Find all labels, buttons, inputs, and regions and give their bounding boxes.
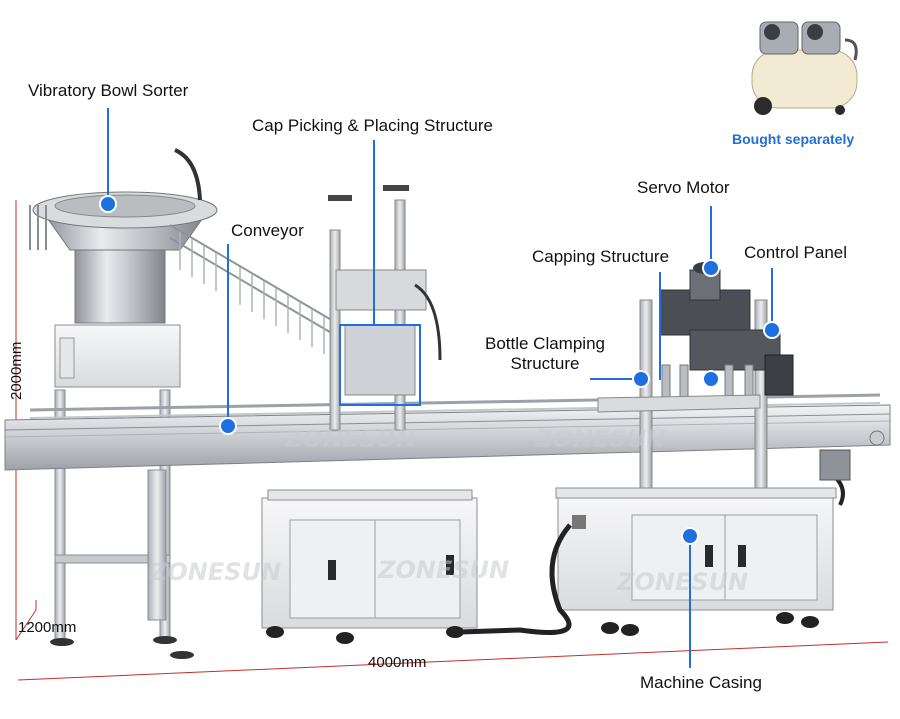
watermark-4: ZONESUN	[284, 425, 416, 453]
watermark-1: ZONESUN	[149, 558, 281, 586]
dimension-length: 4000mm	[368, 654, 427, 671]
label-cap-picking-placing: Cap Picking & Placing Structure	[252, 116, 493, 135]
bowl-sorter-unit	[29, 148, 341, 659]
label-vibratory-bowl-sorter: Vibratory Bowl Sorter	[28, 81, 189, 100]
compressor-note: Bought separately	[732, 131, 855, 147]
marker-bowl-sorter	[99, 195, 117, 213]
label-machine-casing: Machine Casing	[640, 673, 762, 692]
marker-bottle-clamping	[632, 370, 650, 388]
marker-conveyor	[219, 417, 237, 435]
marker-control-panel	[763, 321, 781, 339]
label-control-panel: Control Panel	[744, 243, 848, 262]
label-capping-structure: Capping Structure	[532, 247, 670, 266]
label-bottle-clamping-line1: Bottle Clamping	[484, 334, 605, 353]
dimension-height: 2000mm	[8, 341, 25, 400]
watermark-3: ZONESUN	[616, 568, 748, 596]
watermark-2: ZONESUN	[377, 556, 509, 584]
markers	[99, 195, 781, 545]
label-bottle-clamping: Bottle Clamping Structure	[472, 334, 618, 374]
capping-unit	[459, 262, 851, 636]
marker-servo-motor	[702, 259, 720, 277]
air-compressor-image	[751, 21, 858, 115]
label-conveyor: Conveyor	[231, 221, 304, 240]
watermarks: ZONESUN ZONESUN ZONESUN ZONESUN ZONESUN	[149, 425, 748, 596]
marker-machine-casing	[681, 527, 699, 545]
label-servo-motor: Servo Motor	[637, 178, 730, 197]
marker-capping-structure	[702, 370, 720, 388]
label-bottle-clamping-line2: Structure	[510, 354, 580, 373]
cap-picking-highlight-box	[339, 324, 421, 406]
cap-picking-unit	[261, 185, 478, 644]
dimension-depth: 1200mm	[18, 619, 77, 636]
watermark-5: ZONESUN	[534, 425, 666, 453]
